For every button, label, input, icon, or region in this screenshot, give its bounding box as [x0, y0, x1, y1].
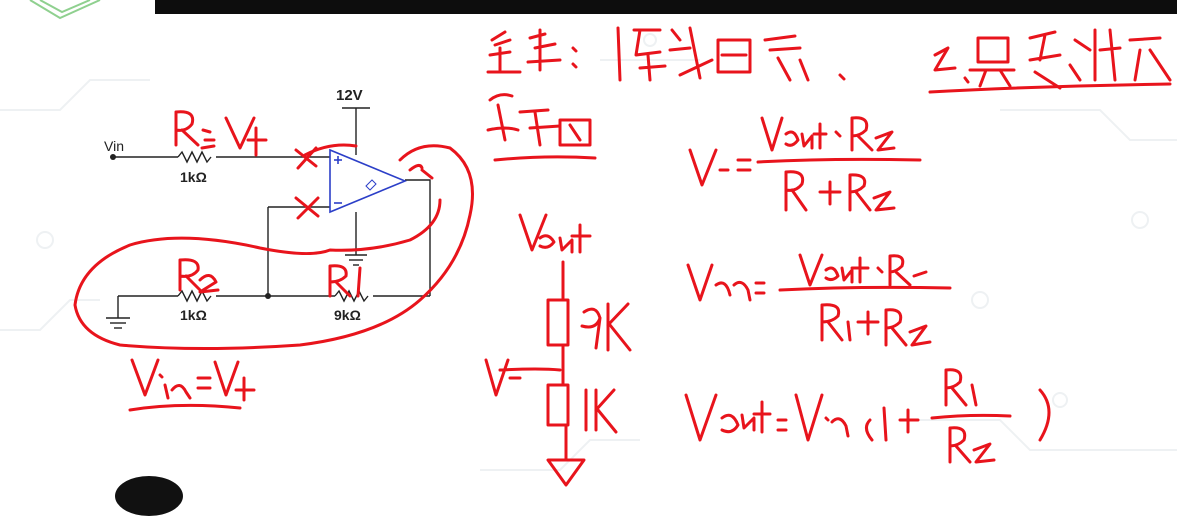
underline-stroke: [928, 82, 1172, 94]
underline-stroke: [128, 403, 242, 412]
logo-icon: [29, 0, 101, 20]
opamp-icon: [329, 148, 408, 214]
background-pattern: [0, 33, 1177, 471]
circuit-wires: [113, 107, 431, 318]
top-toolbar-strip: [155, 0, 1177, 14]
resistor-label-ground: 1kΩ: [180, 307, 207, 323]
input-resistor: [177, 150, 212, 164]
underline-stroke: [493, 155, 597, 162]
resistor-label-input: 1kΩ: [180, 169, 207, 185]
handwritten-annotations: [73, 26, 1172, 487]
supply-label: 12V: [336, 87, 363, 104]
ground-icon: [345, 254, 367, 266]
ground-icon: [106, 317, 130, 329]
resistor-label-feedback: 9kΩ: [334, 307, 361, 323]
junction-node: [265, 293, 271, 299]
vin-node: [110, 154, 116, 160]
schematic-canvas: Vin 12V 1kΩ 1kΩ 9kΩ: [0, 0, 1177, 487]
vin-label: Vin: [104, 138, 124, 154]
